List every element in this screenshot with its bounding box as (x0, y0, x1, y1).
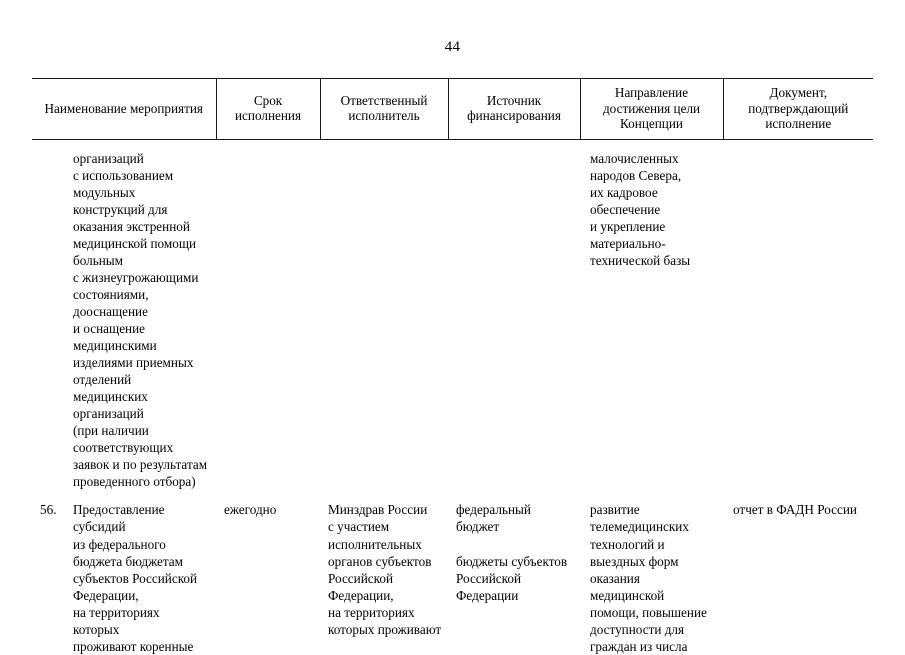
cell-financing-primary: федеральный бюджет (456, 502, 531, 535)
cell-name: Предоставление субсидий из федерального … (73, 502, 198, 654)
table-header-row: Наименование мероприятия Срок исполнения… (32, 78, 874, 140)
cell-document: отчет в ФАДН России (733, 502, 857, 518)
row-number (32, 139, 73, 490)
column-header-term: Срок исполнения (216, 78, 321, 140)
action-plan-table: Наименование мероприятия Срок исполнения… (32, 78, 874, 655)
cell-name: организаций с использованием модульных к… (73, 150, 208, 490)
cell-direction: развитие телемедицинских технологий и вы… (590, 502, 707, 654)
page-number: 44 (444, 39, 461, 55)
cell-responsible: Минздрав России с участием исполнительны… (328, 502, 442, 637)
column-header-financing: Источник финансирования (448, 78, 581, 140)
cell-document (723, 139, 873, 490)
cell-financing-secondary: бюджеты субъектов Российской Федерации (456, 553, 568, 603)
cell-direction: малочисленных народов Севера, их кадрово… (590, 150, 691, 268)
column-header-direction: Направление достижения цели Концепции (580, 78, 724, 140)
column-header-responsible: Ответственный исполнитель (320, 78, 449, 140)
table-row: организаций с использованием модульных к… (32, 139, 873, 490)
cell-term: ежегодно (224, 502, 277, 518)
column-header-name: Наименование мероприятия (32, 78, 217, 140)
table-body: организаций с использованием модульных к… (32, 139, 873, 655)
column-header-document: Документ, подтверждающий исполнение (723, 78, 874, 140)
cell-financing: федеральный бюджет бюджеты субъектов Рос… (448, 490, 580, 654)
document-page: 44 Наименование мероприятия Срок исполне… (32, 39, 874, 654)
cell-term (216, 139, 320, 490)
cell-responsible (320, 139, 448, 490)
table-row: 56. Предоставление субсидий из федеральн… (32, 490, 873, 654)
cell-financing (448, 139, 580, 490)
table-header: Наименование мероприятия Срок исполнения… (32, 78, 874, 140)
row-number: 56. (40, 502, 57, 518)
spacer (456, 536, 574, 553)
